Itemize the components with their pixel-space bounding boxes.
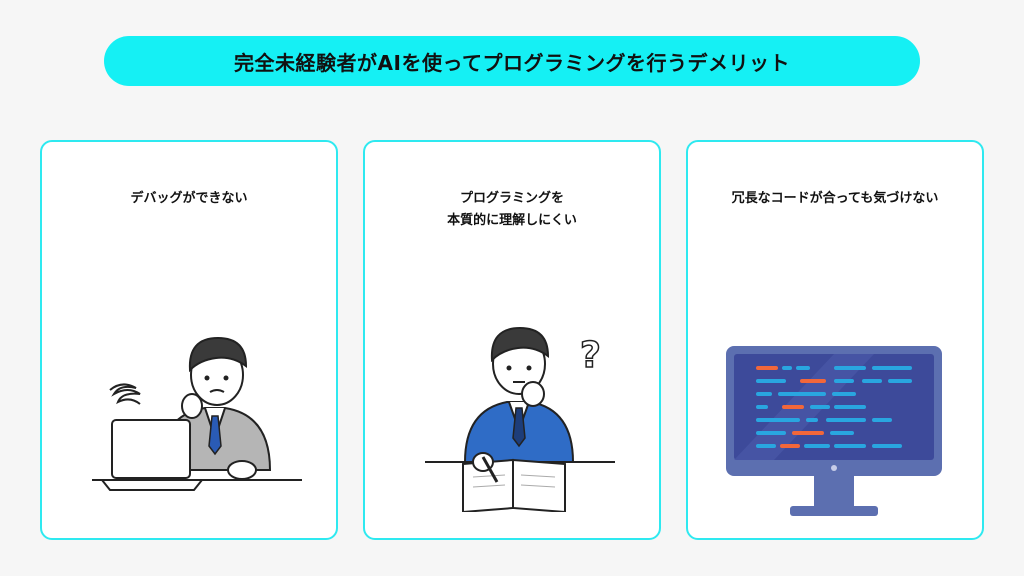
monitor-code-illustration [726, 346, 942, 516]
page-title: 完全未経験者がAIを使ってプログラミングを行うデメリット [234, 50, 790, 75]
card-redundant-code: 冗長なコードが合っても気づけない [686, 140, 984, 540]
card-label: プログラミングを 本質的に理解しにくい [447, 191, 577, 228]
question-mark-icon: ? [580, 335, 601, 376]
card-label: デバッグができない [130, 191, 248, 206]
card-label: 冗長なコードが合っても気づけない [731, 191, 939, 206]
card-hard-to-understand: プログラミングを 本質的に理解しにくい ? [363, 140, 661, 540]
title-banner: 完全未経験者がAIを使ってプログラミングを行うデメリット [104, 36, 920, 86]
card-cannot-debug: デバッグができない [40, 140, 338, 540]
student-thinking-notebook-illustration: ? [425, 326, 615, 512]
confused-man-laptop-illustration [92, 336, 302, 491]
